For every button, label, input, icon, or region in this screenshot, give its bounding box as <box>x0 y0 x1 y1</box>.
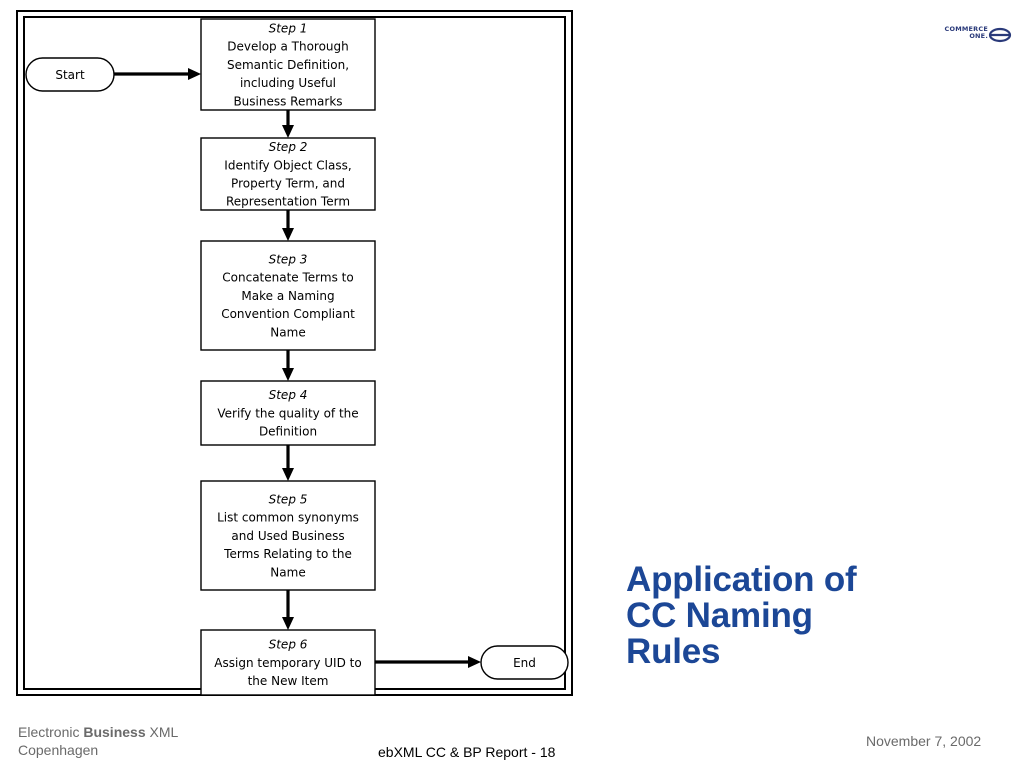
logo-line-1: COMMERCE <box>944 25 988 33</box>
step-5-line-3: Terms Relating to the <box>223 547 352 561</box>
step-2-line-1-seg-1: Identify <box>224 158 273 172</box>
step-box-3-rect <box>200 240 376 351</box>
arrow-step-3-to-step-4 <box>282 350 294 381</box>
logo-line-2: ONE. <box>969 32 988 40</box>
step-1-line-4: Business Remarks <box>233 94 342 108</box>
start-terminal-shape <box>25 57 115 92</box>
step-box-4: Step 4 Verify the quality of theDefinitio… <box>200 380 376 446</box>
step-2-line-2: Property Term, and <box>231 177 345 191</box>
step-6-line-2: the New Item <box>248 674 329 688</box>
step-6-title: Step 6 <box>269 638 308 652</box>
step-2-line-3-seg-1: Representation Term <box>226 195 350 209</box>
step-1-line-4-seg-1: Business Remarks <box>233 94 342 108</box>
step-1-line-2: Semantic Definition, <box>227 58 349 72</box>
slide-title: Application of CC Naming Rules <box>626 562 1006 670</box>
step-2-line-1-seg-2: Object Class <box>273 158 347 172</box>
step-6-line-2-seg-1: the New Item <box>248 674 329 688</box>
step-1-line-1: Develop a Thorough <box>227 40 349 54</box>
slide-title-line-3: Rules <box>626 632 721 671</box>
step-3-line-4: Name <box>270 325 305 339</box>
commerce-one-logo-icon <box>988 27 1012 43</box>
slide-title-line-2: CC Naming <box>626 596 813 635</box>
step-3-line-4-seg-1: Name <box>270 325 305 339</box>
step-3-title: Step 3 <box>269 253 308 267</box>
arrow-step-6-to-end <box>375 656 481 668</box>
step-box-5-rect <box>200 480 376 591</box>
step-1-line-2-seg-1: Semantic Definition, <box>227 58 349 72</box>
end-terminal: End <box>480 645 569 680</box>
footer-org-suffix: XML <box>145 724 179 740</box>
step-5-title: Step 5 <box>269 493 308 507</box>
arrow-step-4-to-step-5-head <box>282 468 294 481</box>
step-1-line-3: including Useful <box>240 76 336 90</box>
arrow-step-2-to-step-3 <box>282 210 294 241</box>
footer-org-name: Electronic Business XML <box>18 723 178 741</box>
arrow-step-6-to-end-head <box>468 656 481 668</box>
start-terminal: Start <box>25 57 115 92</box>
step-2-title: Step 2 <box>269 140 308 154</box>
flowchart-connectors <box>114 68 481 668</box>
step-4-line-2-seg-1: Definition <box>259 425 317 439</box>
footer-org-prefix: Electronic <box>18 724 84 740</box>
step-box-6: Step 6 Assign temporary UID to the New Ite… <box>200 629 376 696</box>
step-1-line-1-seg-1: Develop a Thorough <box>227 40 349 54</box>
arrow-step-2-to-step-3-head <box>282 228 294 241</box>
slide-title-line-1: Application of <box>626 560 857 599</box>
step-4-line-1: Verify the quality of the <box>217 406 358 420</box>
step-6-line-1-seg-1: Assign temporary UID to <box>214 656 361 670</box>
step-2-line-2-seg-1: Property Term <box>231 177 315 191</box>
step-4-line-1-seg-1: Verify the quality of the <box>217 406 358 420</box>
step-5-line-4-seg-1: Name <box>270 565 305 579</box>
step-5-line-2-seg-1: and Used Business <box>231 529 344 543</box>
commerce-one-logo: COMMERCE ONE. <box>940 26 1014 48</box>
step-4-title: Step 4 <box>269 388 308 402</box>
footer-location: Copenhagen <box>18 742 99 758</box>
step-box-6-rect <box>200 629 376 696</box>
step-3-line-3: Convention Compliant <box>221 307 355 321</box>
step-4-line-2: Definition <box>259 425 317 439</box>
step-3-line-2-seg-1: Make a Naming <box>241 289 334 303</box>
arrow-start-to-step-1-head <box>188 68 201 80</box>
start-terminal-label: Start <box>55 68 85 82</box>
footer-organization: Electronic Business XML Copenhagen <box>18 723 178 759</box>
arrow-step-4-to-step-5 <box>282 445 294 481</box>
step-box-2-rect <box>200 137 376 211</box>
arrow-step-3-to-step-4-head <box>282 368 294 381</box>
step-5-line-2: and Used Business <box>231 529 344 543</box>
footer-org-bold: Business <box>83 724 146 740</box>
arrow-start-to-step-1 <box>114 68 201 80</box>
step-3-line-1: Concatenate Terms to <box>222 271 353 285</box>
step-3-line-3-seg-1: Convention Compliant <box>221 307 355 321</box>
footer-report: ebXML CC & BP Report - 18 <box>378 744 556 760</box>
step-6-line-1: Assign temporary UID to <box>214 656 361 670</box>
step-3-line-1-seg-1: Concatenate Terms to <box>222 271 353 285</box>
step-box-3: Step 3 Concatenate Terms to Make a NamingC… <box>200 240 376 351</box>
arrow-step-1-to-step-2-head <box>282 125 294 138</box>
logo-wordmark: COMMERCE ONE. <box>945 26 989 40</box>
end-terminal-label: End <box>513 656 536 670</box>
arrow-step-5-to-step-6 <box>282 590 294 630</box>
end-terminal-shape <box>480 645 569 680</box>
step-1-line-3-seg-1: including Useful <box>240 76 336 90</box>
step-3-line-2: Make a Naming <box>241 289 334 303</box>
step-2-line-1-seg-3: , <box>348 158 352 172</box>
arrow-step-1-to-step-2 <box>282 110 294 138</box>
step-5-line-3-seg-1: Terms Relating to the <box>223 547 352 561</box>
step-5-line-4: Name <box>270 565 305 579</box>
step-5-line-1: List common synonyms <box>217 511 359 525</box>
step-2-line-1: Identify Object Class, <box>224 158 351 172</box>
step-1-title: Step 1 <box>269 22 308 36</box>
footer-date: November 7, 2002 <box>866 733 982 749</box>
step-box-5: Step 5 List common synonyms and Used Busin… <box>200 480 376 591</box>
step-box-4-rect <box>200 380 376 446</box>
step-2-line-2-seg-2: , and <box>315 177 345 191</box>
arrow-step-5-to-step-6-head <box>282 617 294 630</box>
step-2-line-3: Representation Term <box>226 195 350 209</box>
step-box-1-rect <box>200 18 376 111</box>
step-5-line-1-seg-1: List common synonyms <box>217 511 359 525</box>
